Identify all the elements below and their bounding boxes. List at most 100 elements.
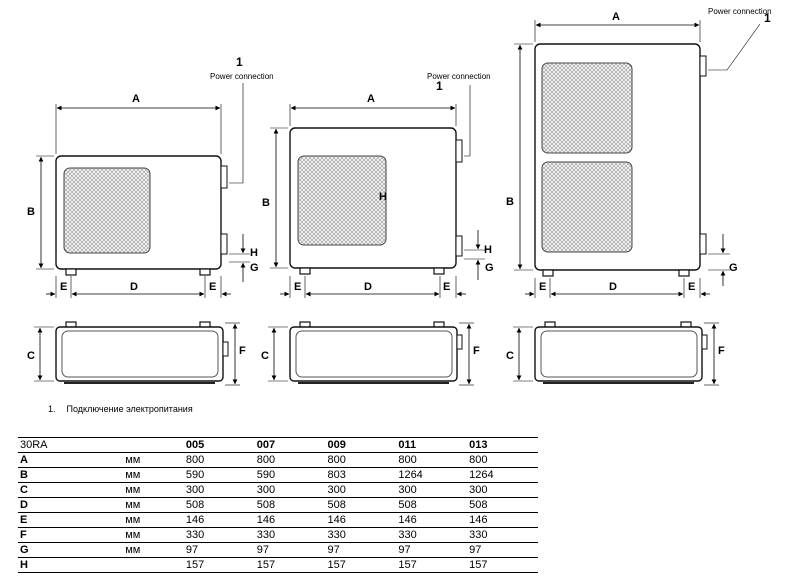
row-value: 800 bbox=[254, 452, 326, 468]
row-value: 330 bbox=[254, 527, 326, 543]
row-label: D bbox=[18, 497, 124, 513]
row-value: 330 bbox=[325, 527, 397, 543]
row-unit: мм bbox=[123, 512, 184, 528]
footnote-text: Подключение электропитания bbox=[66, 404, 193, 414]
row-unit: мм bbox=[123, 452, 184, 468]
row-unit: мм bbox=[123, 467, 184, 483]
dim-label-g: G bbox=[250, 262, 259, 274]
unit-medium-top-view bbox=[289, 321, 463, 384]
dim-label-g: G bbox=[729, 262, 738, 274]
row-value: 1264 bbox=[467, 467, 538, 483]
row-value: 146 bbox=[183, 512, 255, 528]
row-value: 146 bbox=[396, 512, 468, 528]
row-value: 300 bbox=[254, 482, 326, 498]
dim-label-d: D bbox=[609, 281, 617, 293]
unit-small-top-view bbox=[55, 321, 229, 384]
row-value: 508 bbox=[254, 497, 326, 513]
row-unit: мм bbox=[123, 497, 184, 513]
table-header-model: 007 bbox=[254, 437, 326, 453]
dim-label-e-left: E bbox=[294, 281, 301, 293]
dim-label-c: C bbox=[27, 350, 35, 362]
row-value: 300 bbox=[183, 482, 255, 498]
power-connection-label: Power connection bbox=[210, 72, 274, 81]
dim-label-b: B bbox=[27, 206, 35, 218]
row-value: 508 bbox=[467, 497, 538, 513]
callout-number: 1 bbox=[764, 11, 771, 25]
unit-small-front-view bbox=[55, 155, 228, 276]
dim-label-f: F bbox=[718, 345, 725, 357]
dim-label-h-inner: H bbox=[379, 191, 387, 203]
row-unit: мм bbox=[123, 527, 184, 543]
row-unit: мм bbox=[123, 542, 184, 558]
dim-label-e-left: E bbox=[539, 281, 546, 293]
table-header-model: 011 bbox=[396, 437, 468, 453]
unit-large-top-view bbox=[534, 321, 708, 384]
dim-label-e-right: E bbox=[443, 281, 450, 293]
unit-large-front-view bbox=[534, 43, 707, 277]
row-value: 157 bbox=[396, 557, 468, 573]
table-header-model: 005 bbox=[183, 437, 255, 453]
row-label: C bbox=[18, 482, 124, 498]
row-value: 146 bbox=[467, 512, 538, 528]
dim-label-h: H bbox=[250, 247, 258, 259]
dim-label-f: F bbox=[239, 345, 246, 357]
row-value: 1264 bbox=[396, 467, 468, 483]
row-value: 508 bbox=[325, 497, 397, 513]
dim-label-g: G bbox=[485, 262, 494, 274]
dim-label-e-right: E bbox=[209, 281, 216, 293]
row-value: 800 bbox=[325, 452, 397, 468]
row-value: 146 bbox=[325, 512, 397, 528]
row-label: G bbox=[18, 542, 124, 558]
dim-label-c: C bbox=[506, 350, 514, 362]
row-unit: мм bbox=[123, 482, 184, 498]
row-value: 157 bbox=[325, 557, 397, 573]
dim-label-a: A bbox=[612, 11, 620, 23]
row-value: 800 bbox=[396, 452, 468, 468]
dim-label-b: B bbox=[506, 196, 514, 208]
table-header-label: 30RA bbox=[18, 437, 124, 453]
row-value: 97 bbox=[183, 542, 255, 558]
footnote-number: 1. bbox=[48, 404, 56, 414]
row-value: 157 bbox=[467, 557, 538, 573]
row-value: 590 bbox=[254, 467, 326, 483]
row-value: 97 bbox=[325, 542, 397, 558]
footnote: 1. Подключение электропитания bbox=[48, 404, 193, 414]
callout-number: 1 bbox=[236, 55, 243, 69]
row-value: 97 bbox=[396, 542, 468, 558]
row-value: 800 bbox=[467, 452, 538, 468]
row-value: 330 bbox=[467, 527, 538, 543]
row-label: E bbox=[18, 512, 124, 528]
dim-label-c: C bbox=[261, 350, 269, 362]
row-value: 508 bbox=[183, 497, 255, 513]
row-label: A bbox=[18, 452, 124, 468]
callout-number: 1 bbox=[436, 79, 443, 93]
dim-label-f: F bbox=[473, 345, 480, 357]
row-value: 157 bbox=[254, 557, 326, 573]
unit-medium-front-view bbox=[289, 127, 463, 275]
dim-label-e-right: E bbox=[688, 281, 695, 293]
row-value: 300 bbox=[396, 482, 468, 498]
row-label: H bbox=[18, 557, 124, 573]
row-value: 300 bbox=[467, 482, 538, 498]
dim-label-e-left: E bbox=[60, 281, 67, 293]
row-label: B bbox=[18, 467, 124, 483]
row-value: 508 bbox=[396, 497, 468, 513]
dim-label-a: A bbox=[367, 93, 375, 105]
row-value: 803 bbox=[325, 467, 397, 483]
power-connection-label: Power connection bbox=[708, 7, 772, 16]
power-connection-label: Power connection bbox=[427, 72, 491, 81]
row-value: 590 bbox=[183, 467, 255, 483]
row-value: 97 bbox=[467, 542, 538, 558]
table-header-model: 009 bbox=[325, 437, 397, 453]
dim-label-d: D bbox=[130, 281, 138, 293]
dim-label-b: B bbox=[262, 197, 270, 209]
row-unit bbox=[123, 557, 184, 573]
